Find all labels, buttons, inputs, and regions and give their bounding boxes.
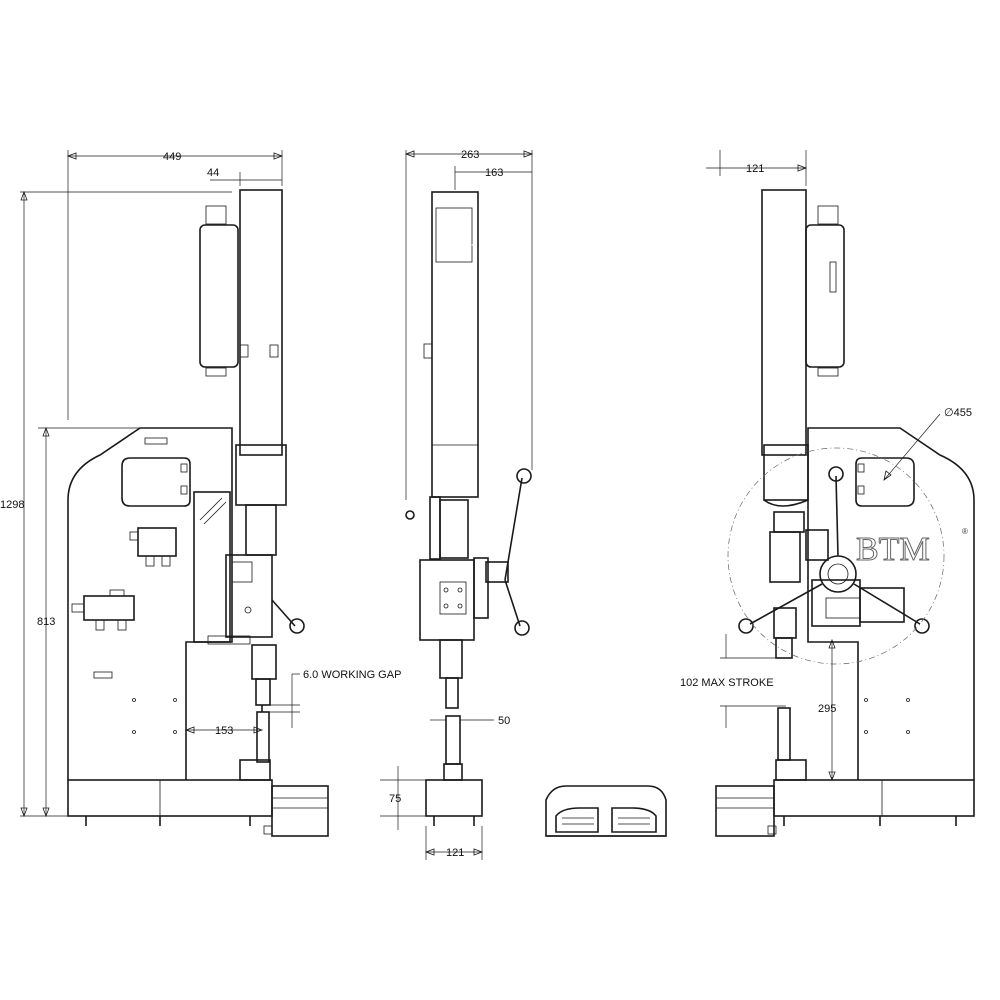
dim-163: 163: [485, 167, 503, 179]
svg-text:CHANGE FLUID AFTER: CHANGE FLUID AFTER: [440, 243, 474, 247]
svg-text:10,000 CYCLES OR: 10,000 CYCLES OR: [440, 248, 468, 252]
rear-dimensions: 121 ∅455 102 MAX STROKE 295: [680, 150, 972, 782]
filter-regulator: [83, 595, 135, 621]
side-view: WARNING MAX AIR PRESSURE PRESSURE — 90 P…: [405, 191, 532, 826]
btm-logo: BTM: [856, 531, 930, 568]
dim-swing-diameter: ∅455: [944, 407, 972, 419]
dim-121-base: 121: [446, 847, 464, 859]
dim-44: 44: [207, 167, 219, 179]
dim-1298: 1298: [0, 499, 24, 511]
rear-reservoir: [805, 224, 845, 368]
dim-813: 813: [37, 616, 55, 628]
rear-view: BTM ®: [715, 189, 975, 837]
dim-75: 75: [389, 793, 401, 805]
front-foot-pedal: [271, 785, 329, 837]
dim-295: 295: [818, 703, 836, 715]
foot-pedal-view: [545, 785, 667, 837]
dim-449: 449: [163, 151, 181, 163]
front-reservoir: [199, 224, 239, 368]
svg-text:DO NOT EXCEED: DO NOT EXCEED: [440, 232, 466, 236]
svg-text:WARNING: WARNING: [440, 211, 455, 215]
handle-hub: [819, 555, 857, 593]
dim-263: 263: [461, 149, 479, 161]
svg-text:90 PSI (6.2 BAR): 90 PSI (6.2 BAR): [440, 237, 463, 241]
dim-max-stroke: 102 MAX STROKE: [680, 677, 774, 689]
side-dimensions: 263 163 50 75 121: [380, 149, 534, 860]
front-ram-head: [225, 554, 273, 638]
registered-mark: ®: [962, 527, 968, 536]
svg-text:MAX AIR PRESSURE: MAX AIR PRESSURE: [440, 216, 470, 220]
svg-text:(6.2 BAR): (6.2 BAR): [440, 226, 453, 230]
front-frame: [67, 427, 233, 780]
rear-ram-head: [811, 579, 861, 627]
valve-block: [137, 527, 177, 557]
front-guard: [193, 491, 231, 643]
dim-50: 50: [498, 715, 510, 727]
side-handle: [504, 477, 523, 627]
front-base: [67, 779, 273, 817]
front-view: [67, 189, 329, 837]
side-base: [425, 779, 483, 817]
svg-text:PRESSURE — 90 PSI: PRESSURE — 90 PSI: [440, 221, 470, 225]
rear-column: [761, 189, 807, 456]
svg-text:EVERY 6 MONTHS: EVERY 6 MONTHS: [440, 253, 466, 257]
front-dimensions: 449 44 1298 813 153 6.0 WORKING GAP: [0, 150, 401, 818]
front-column: [239, 189, 283, 456]
rear-handle-top: [835, 475, 839, 557]
swing-circle: [727, 447, 945, 665]
warning-label-plate: [435, 207, 473, 263]
dim-121-rear: 121: [746, 163, 764, 175]
rear-base: [773, 779, 975, 817]
dim-working-gap: 6.0 WORKING GAP: [303, 669, 401, 681]
dim-153: 153: [215, 725, 233, 737]
